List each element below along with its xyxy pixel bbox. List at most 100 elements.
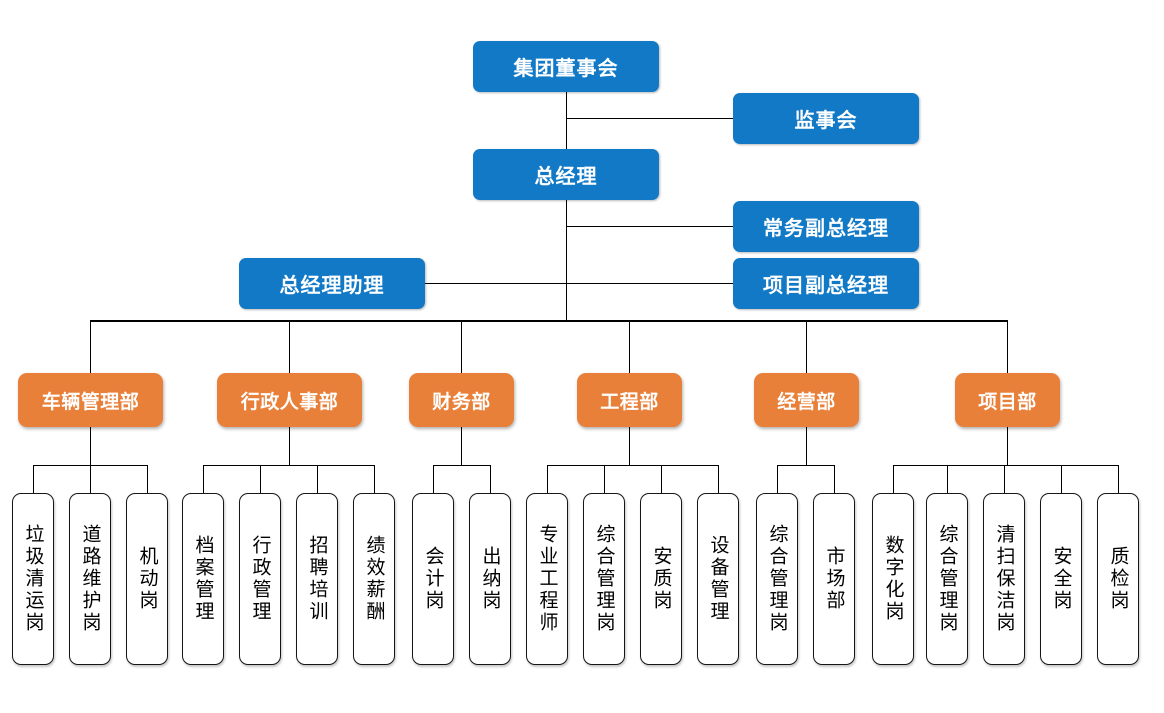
node-post-label: 招聘培训 <box>306 535 328 623</box>
connector-dept3-drop <box>461 427 462 465</box>
node-post-label: 行政管理 <box>249 535 271 623</box>
node-post-road-maintenance[interactable]: 道路维护岗 <box>69 493 111 665</box>
connector-dept2-post-2 <box>260 465 261 493</box>
node-post-equipment-management[interactable]: 设备管理 <box>697 493 739 665</box>
connector-dept2-post-1 <box>203 465 204 493</box>
node-post-performance-compensation[interactable]: 绩效薪酬 <box>353 493 395 665</box>
node-post-flexible-duty[interactable]: 机动岗 <box>126 493 168 665</box>
node-post-professional-engineer[interactable]: 专业工程师 <box>526 493 568 665</box>
connector-dept5-post-1 <box>777 465 778 493</box>
connector-dept4-post-2 <box>604 465 605 493</box>
connector-bus-to-dept-3 <box>461 320 462 373</box>
node-deputy-executive-manager[interactable]: 常务副总经理 <box>733 201 919 252</box>
node-general-manager-assistant-label: 总经理助理 <box>279 275 385 297</box>
node-post-label: 垃圾清运岗 <box>22 524 44 634</box>
node-post-label: 综合管理岗 <box>936 524 958 634</box>
node-post-label: 质检岗 <box>1107 546 1129 612</box>
connector-dept2-post-3 <box>317 465 318 493</box>
connector-dept2-post-4 <box>374 465 375 493</box>
node-post-label: 档案管理 <box>192 535 214 623</box>
connector-board-to-gm <box>566 92 567 150</box>
node-deputy-project-manager-label: 项目副总经理 <box>763 275 889 297</box>
connector-dept4-post-1 <box>547 465 548 493</box>
connector-dept5-post-2 <box>834 465 835 493</box>
node-department-operations[interactable]: 经营部 <box>754 373 859 427</box>
node-general-manager[interactable]: 总经理 <box>473 149 659 200</box>
node-post-digitalization[interactable]: 数字化岗 <box>872 493 914 665</box>
node-post-accounting[interactable]: 会计岗 <box>412 493 454 665</box>
node-department-vehicle-management[interactable]: 车辆管理部 <box>18 373 163 427</box>
connector-dept3-bus <box>433 465 490 466</box>
node-post-label: 综合管理岗 <box>766 524 788 634</box>
connector-dept6-drop <box>1007 427 1008 465</box>
connector-bus-to-dept-2 <box>289 320 290 373</box>
connector-dept1-post-2 <box>90 465 91 493</box>
node-post-label: 道路维护岗 <box>79 524 101 634</box>
node-post-comprehensive-management-eng[interactable]: 综合管理岗 <box>583 493 625 665</box>
node-post-label: 出纳岗 <box>479 546 501 612</box>
node-post-cashier[interactable]: 出纳岗 <box>469 493 511 665</box>
connector-dept6-post-4 <box>1061 465 1062 493</box>
node-post-label: 会计岗 <box>422 546 444 612</box>
node-department-admin-hr[interactable]: 行政人事部 <box>217 373 362 427</box>
node-department-label: 车辆管理部 <box>41 391 140 413</box>
connector-to-supervisory <box>566 118 733 119</box>
connector-dept2-bus <box>203 465 374 466</box>
connector-bus-to-dept-4 <box>629 320 630 373</box>
connector-gm-spine <box>566 199 567 321</box>
connector-dept3-post-1 <box>433 465 434 493</box>
node-department-engineering[interactable]: 工程部 <box>577 373 682 427</box>
connector-to-assistant <box>425 283 566 284</box>
connector-dept3-post-2 <box>490 465 491 493</box>
node-post-label: 安全岗 <box>1050 546 1072 612</box>
connector-dept6-post-2 <box>947 465 948 493</box>
connector-department-bus <box>90 320 1008 322</box>
node-post-label: 清扫保洁岗 <box>993 524 1015 634</box>
node-post-label: 综合管理岗 <box>593 524 615 634</box>
connector-bus-to-dept-1 <box>90 320 91 373</box>
node-general-manager-assistant[interactable]: 总经理助理 <box>239 258 425 309</box>
connector-dept5-drop <box>806 427 807 465</box>
node-post-label: 绩效薪酬 <box>363 535 385 623</box>
connector-dept4-drop <box>629 427 630 465</box>
node-post-administration[interactable]: 行政管理 <box>239 493 281 665</box>
node-department-label: 经营部 <box>777 391 836 413</box>
node-post-recruitment-training[interactable]: 招聘培训 <box>296 493 338 665</box>
node-post-label: 数字化岗 <box>882 535 904 623</box>
connector-bus-to-dept-6 <box>1007 320 1008 373</box>
connector-to-deputy-executive <box>566 226 733 227</box>
node-department-label: 财务部 <box>432 391 491 413</box>
node-deputy-project-manager[interactable]: 项目副总经理 <box>733 258 919 309</box>
node-post-quality-inspection[interactable]: 质检岗 <box>1097 493 1139 665</box>
node-department-project[interactable]: 项目部 <box>955 373 1060 427</box>
node-group-board-label: 集团董事会 <box>513 58 619 80</box>
node-post-label: 机动岗 <box>136 546 158 612</box>
node-department-finance[interactable]: 财务部 <box>409 373 514 427</box>
node-supervisory-board[interactable]: 监事会 <box>733 93 919 144</box>
connector-dept1-post-3 <box>147 465 148 493</box>
node-department-label: 行政人事部 <box>240 391 339 413</box>
node-post-comprehensive-management-proj[interactable]: 综合管理岗 <box>926 493 968 665</box>
node-post-label: 设备管理 <box>707 535 729 623</box>
node-post-marketing[interactable]: 市场部 <box>813 493 855 665</box>
node-post-safety-quality[interactable]: 安质岗 <box>640 493 682 665</box>
connector-dept2-drop <box>289 427 290 465</box>
node-department-label: 项目部 <box>978 391 1037 413</box>
node-post-records-management[interactable]: 档案管理 <box>182 493 224 665</box>
connector-dept6-bus <box>893 465 1118 466</box>
node-post-label: 市场部 <box>823 546 845 612</box>
connector-dept4-bus <box>547 465 718 466</box>
node-post-cleaning-sanitation[interactable]: 清扫保洁岗 <box>983 493 1025 665</box>
node-post-safety[interactable]: 安全岗 <box>1040 493 1082 665</box>
connector-dept6-post-1 <box>893 465 894 493</box>
node-post-label: 安质岗 <box>650 546 672 612</box>
node-post-comprehensive-management-ops[interactable]: 综合管理岗 <box>756 493 798 665</box>
connector-dept4-post-4 <box>718 465 719 493</box>
node-post-label: 专业工程师 <box>536 524 558 634</box>
node-group-board[interactable]: 集团董事会 <box>473 41 659 92</box>
connector-dept1-post-1 <box>33 465 34 493</box>
node-post-garbage-transport[interactable]: 垃圾清运岗 <box>12 493 54 665</box>
connector-dept6-post-5 <box>1118 465 1119 493</box>
node-general-manager-label: 总经理 <box>534 166 598 188</box>
